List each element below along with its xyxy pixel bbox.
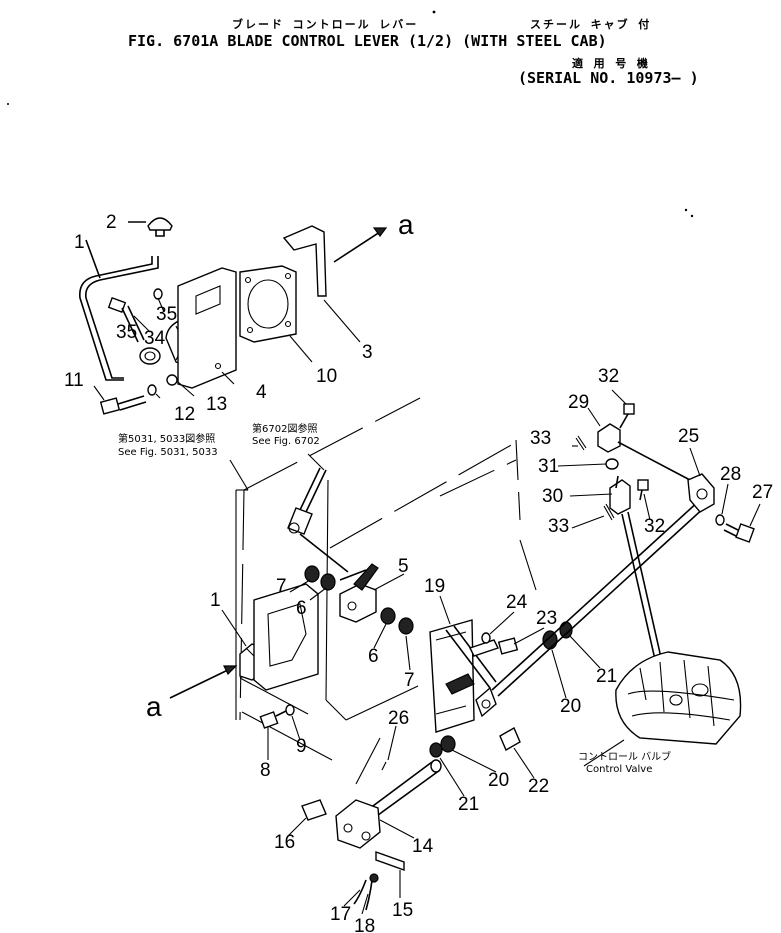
- part-callout: 18: [354, 916, 375, 933]
- control-valve-ja: コントロール バルブ: [578, 750, 671, 763]
- lever-assembly: [239, 467, 707, 911]
- connector-a: a a: [146, 209, 414, 722]
- part-callout: 33: [548, 516, 569, 537]
- serial-range: (SERIAL NO. 10973— ): [518, 69, 699, 87]
- part-callout: 31: [538, 456, 559, 477]
- part-callout: 3: [362, 342, 373, 363]
- part-callout: 28: [720, 464, 741, 485]
- part-callout: 22: [528, 776, 549, 797]
- part-callout: 33: [530, 428, 551, 449]
- figure-title: FIG. 6701A BLADE CONTROL LEVER (1/2) (WI…: [128, 32, 607, 50]
- connector-label-upper: a: [398, 209, 414, 240]
- serial-japanese: 適 用 号 機: [572, 57, 650, 70]
- part-callout: 10: [316, 366, 337, 387]
- cab-japanese: スチール キャブ 付: [530, 18, 652, 31]
- part-callout: 21: [458, 794, 479, 815]
- control-valve-label: Control Valve: [586, 764, 652, 775]
- part-callout: 8: [260, 760, 271, 781]
- scan-specks: [7, 10, 694, 218]
- part-callout: 26: [388, 708, 409, 729]
- ref-fig5031: See Fig. 5031, 5033: [118, 447, 218, 458]
- part-callout: 5: [398, 556, 409, 577]
- part-callout: 1: [74, 232, 85, 253]
- part-callout: 32: [644, 516, 665, 537]
- part-callout: 2: [106, 212, 117, 233]
- part-callout: 9: [296, 736, 307, 757]
- part-callout: 21: [596, 666, 617, 687]
- part-callout: 24: [506, 592, 528, 613]
- ref-fig6702-ja: 第6702図参照: [252, 422, 317, 435]
- part-callout: 20: [488, 770, 509, 791]
- part-callout: 6: [368, 646, 379, 667]
- part-callout: 7: [404, 670, 415, 691]
- ref-fig6702: See Fig. 6702: [252, 436, 320, 447]
- connector-label-lower: a: [146, 691, 162, 722]
- part-callout: 1: [210, 590, 221, 611]
- valve-linkage: [575, 403, 755, 745]
- part-callout: 7: [276, 576, 287, 597]
- part-callout: 32: [598, 366, 619, 387]
- part-callout: 27: [752, 482, 773, 503]
- part-callout: 12: [174, 404, 195, 425]
- ref-fig5031-ja: 第5031, 5033図参照: [118, 432, 215, 445]
- title-japanese: ブレード コントロール レバー: [232, 18, 419, 31]
- part-callout: 34: [144, 328, 166, 349]
- part-callout: 30: [542, 486, 563, 507]
- part-callout: 14: [412, 836, 434, 857]
- part-callout: 6: [296, 598, 307, 619]
- part-callout: 15: [392, 900, 413, 921]
- callout-leaders: [221, 389, 761, 915]
- part-callout: 4: [256, 382, 267, 403]
- part-callout: 25: [678, 426, 699, 447]
- part-callout: 16: [274, 832, 295, 853]
- console-outline: [235, 397, 537, 761]
- knob-group: [79, 217, 388, 415]
- part-callout: 17: [330, 904, 351, 925]
- part-callout: 11: [64, 370, 84, 391]
- part-callout: 19: [424, 576, 445, 597]
- part-callout: 35: [116, 322, 137, 343]
- part-callouts: 1 2 3 4 35 34 35 10 11 12 13 5 7 6 6 7 1…: [64, 212, 773, 933]
- part-callout: 13: [206, 394, 227, 415]
- part-callout: 29: [568, 392, 589, 413]
- part-callout: 35: [156, 304, 177, 325]
- part-callout: 23: [536, 608, 557, 629]
- part-callout: 20: [560, 696, 581, 717]
